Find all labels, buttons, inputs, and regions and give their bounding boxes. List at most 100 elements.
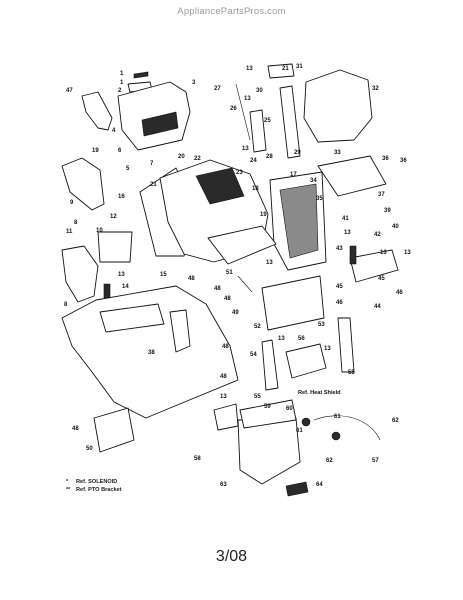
callout-43: 43 — [336, 246, 343, 252]
part-28-lever — [249, 109, 267, 153]
callout-39: 39 — [384, 208, 391, 214]
callout-8b: 8 — [74, 220, 78, 226]
callout-48f: 48 — [72, 426, 79, 432]
callout-45a: 45 — [336, 284, 343, 290]
callout-48a: 48 — [188, 276, 195, 282]
callout-16: 16 — [118, 194, 125, 200]
part-53-bracket — [337, 317, 355, 373]
part-31-bracket — [267, 63, 295, 79]
callout-60: 60 — [286, 406, 293, 412]
callout-9: 9 — [70, 200, 74, 206]
callout-29: 29 — [294, 150, 301, 156]
part-15-side-arm — [169, 309, 191, 353]
part-15-opening — [99, 303, 165, 333]
callout-57: 57 — [372, 458, 379, 464]
callout-36a: 36 — [382, 156, 389, 162]
callout-25: 25 — [264, 118, 271, 124]
callout-3: 3 — [192, 80, 196, 86]
callout-62b: 62 — [326, 458, 333, 464]
part-1-screw — [133, 71, 149, 79]
part-3-dash-console — [117, 81, 191, 151]
callout-44: 44 — [374, 304, 381, 310]
callout-55a: 55 — [254, 394, 261, 400]
callout-21a: 21 — [150, 182, 157, 188]
callout-5: 5 — [126, 166, 130, 172]
callout-46b: 46 — [396, 290, 403, 296]
legend-pto: Ref. PTO Bracket — [76, 487, 122, 493]
callout-22: 22 — [194, 156, 201, 162]
callout-58: 58 — [194, 456, 201, 462]
callout-26: 26 — [230, 106, 237, 112]
callout-18: 18 — [252, 186, 259, 192]
callout-13e: 13 — [404, 250, 411, 256]
legend-mark-solenoid: * — [66, 479, 69, 485]
callout-45b: 45 — [378, 276, 385, 282]
part-43-spring — [349, 245, 357, 265]
callout-54: 54 — [250, 352, 257, 358]
callout-10: 10 — [96, 228, 103, 234]
part-44-bracket — [349, 249, 399, 283]
callout-34: 34 — [310, 178, 317, 184]
callout-24: 24 — [250, 158, 257, 164]
callout-62a: 62 — [392, 418, 399, 424]
part-17-grille-mesh — [279, 183, 319, 259]
callout-49: 49 — [232, 310, 239, 316]
page-footer-date: 3/08 — [215, 548, 248, 565]
callout-59: 59 — [264, 404, 271, 410]
part-51-rod — [237, 275, 253, 293]
callout-13d: 13 — [242, 146, 249, 152]
callout-14: 14 — [122, 284, 129, 290]
callout-32: 32 — [372, 86, 379, 92]
callout-13g: 13 — [266, 260, 273, 266]
callout-33: 33 — [334, 150, 341, 156]
callout-21b: 21 — [282, 66, 289, 72]
callout-35: 35 — [316, 196, 323, 202]
callout-56: 56 — [298, 336, 305, 342]
callout-19b: 19 — [260, 212, 267, 218]
part-50-floor-plate — [93, 407, 135, 453]
part-10-cup-holder — [97, 231, 133, 263]
callout-13i: 13 — [278, 336, 285, 342]
callout-30: 30 — [256, 88, 263, 94]
part-8-lower-side-panel — [61, 245, 99, 303]
callout-13k: 13 — [220, 394, 227, 400]
callout-64: 64 — [316, 482, 323, 488]
callout-53: 53 — [318, 322, 325, 328]
callout-13c: 13 — [244, 96, 251, 102]
part-56-switch-assembly — [285, 343, 327, 379]
callout-13h: 13 — [344, 230, 351, 236]
watermark: AppliancePartsPros.com — [177, 6, 286, 17]
callout-13j: 13 — [324, 346, 331, 352]
callout-36b: 36 — [400, 158, 407, 164]
part-57-wire-harness — [313, 415, 381, 441]
callout-61b: 61 — [334, 414, 341, 420]
part-14-spring — [103, 283, 111, 299]
callout-48d: 48 — [222, 344, 229, 350]
part-62-bulb — [331, 431, 341, 441]
callout-13b: 13 — [246, 66, 253, 72]
callout-55b: 55 — [348, 370, 355, 376]
part-47-side-panel — [81, 91, 113, 131]
callout-48c: 48 — [224, 296, 231, 302]
callout-40: 40 — [392, 224, 399, 230]
part-60-trim — [239, 399, 297, 429]
callout-38: 38 — [148, 350, 155, 356]
callout-19a: 19 — [92, 148, 99, 154]
callout-1a: 1 — [120, 71, 124, 77]
legend-mark-pto: ** — [66, 487, 71, 493]
part-27-rod — [235, 83, 251, 141]
callout-11: 11 — [66, 229, 73, 235]
callout-1b: 1 — [120, 80, 124, 86]
legend-solenoid: Ref. SOLENOID — [76, 479, 118, 485]
part-32-seat — [303, 69, 373, 143]
callout-6: 6 — [118, 148, 122, 154]
callout-31: 31 — [296, 64, 303, 70]
part-61-bulb — [301, 417, 311, 427]
part-19-bumper — [207, 225, 277, 265]
part-58-lens — [213, 403, 239, 431]
part-19-upper-side-panel — [61, 157, 105, 211]
callout-4: 4 — [112, 128, 116, 134]
part-29-lever — [279, 85, 301, 159]
